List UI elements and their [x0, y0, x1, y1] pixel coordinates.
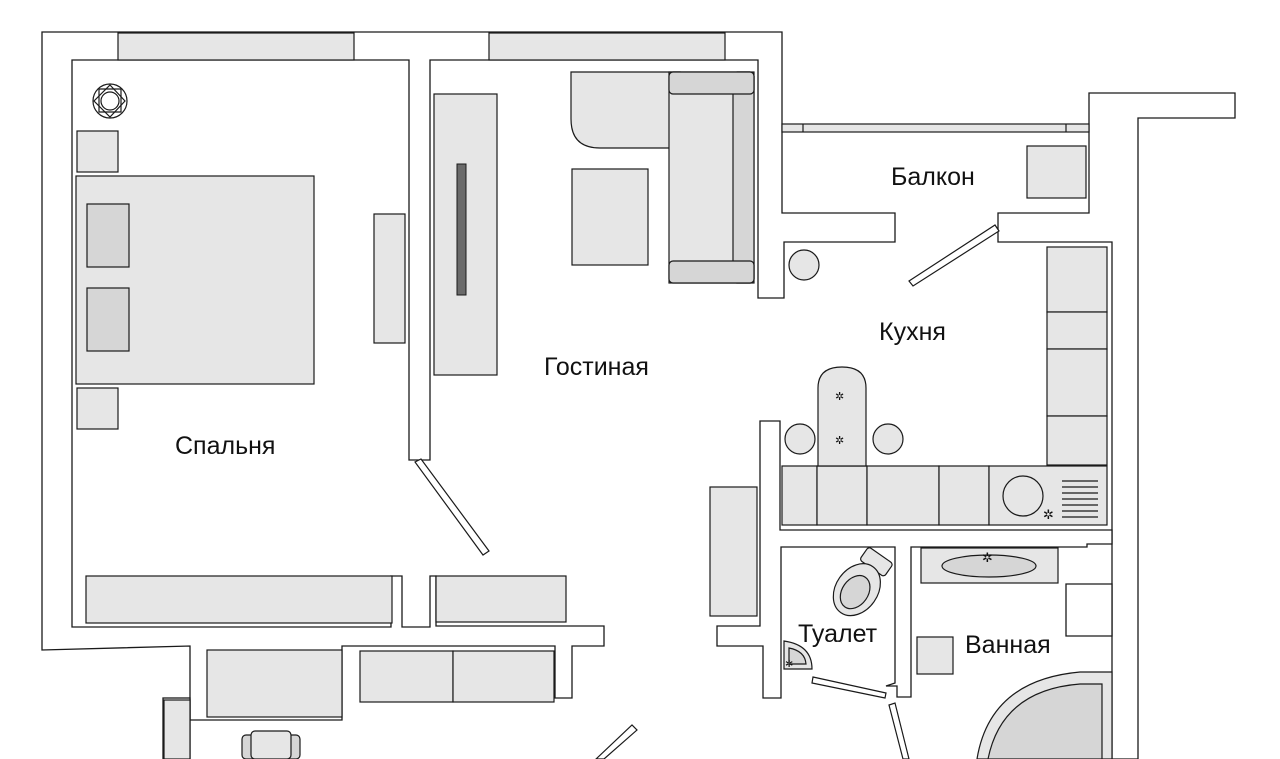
- pillow-top: [86, 203, 130, 268]
- room-label-bedroom: Спальня: [175, 432, 275, 460]
- balcony-table: [1026, 145, 1087, 199]
- plant-icon-1: ✲: [835, 390, 844, 403]
- kitchen-plant: [788, 249, 820, 281]
- door-bedroom: [414, 458, 490, 556]
- counter-bottom-3: [866, 465, 940, 526]
- faucet-icon-toilet: ✲: [785, 659, 793, 670]
- toilet-bowl: [832, 547, 893, 617]
- coffee-table: [571, 168, 649, 266]
- chair-left: [784, 423, 816, 455]
- faucet-icon: ✲: [1043, 508, 1054, 523]
- bath-sink: [941, 554, 1037, 578]
- tv: [456, 163, 467, 296]
- counter-right-4: [1046, 415, 1108, 466]
- sofa-arm-bottom: [668, 260, 755, 284]
- counter-bottom-1: [781, 465, 818, 526]
- kitchen-partition: [716, 420, 1113, 699]
- bathtub-inner: [987, 683, 1103, 759]
- door-toilet: [811, 676, 887, 699]
- chair-right: [872, 423, 904, 455]
- dining-table: [817, 366, 867, 467]
- drainboard: [1062, 480, 1098, 518]
- counter-right-3: [1046, 348, 1108, 417]
- living-furniture: [433, 71, 758, 623]
- plant-icon-2: ✲: [835, 434, 844, 447]
- door-entrance: [595, 724, 638, 759]
- door-balcony: [908, 224, 1000, 287]
- nightstand-bottom: [76, 387, 119, 430]
- room-labels: Спальня Гостиная Балкон Кухня Туалет Ван…: [175, 163, 1051, 659]
- room-label-toilet: Туалет: [798, 620, 878, 648]
- room-label-living: Гостиная: [544, 353, 649, 381]
- window-bedroom: [117, 32, 355, 61]
- toilet-furniture: ✲: [783, 547, 893, 670]
- side-cabinet: [709, 486, 758, 617]
- bathroom-wall: [1065, 583, 1113, 637]
- bedroom-shelf: [373, 213, 406, 344]
- room-label-kitchen: Кухня: [879, 318, 946, 346]
- armchair-icon: [241, 730, 301, 759]
- sofa-back: [732, 71, 755, 284]
- windows: [117, 32, 1090, 133]
- doors: [414, 224, 1000, 759]
- room-label-balcony: Балкон: [891, 163, 975, 191]
- hall-cabinet: [435, 575, 567, 623]
- sink: [1002, 475, 1044, 517]
- kitchen-furniture: ✲ ✲ ✲: [781, 145, 1108, 526]
- door-bathroom: [888, 702, 910, 759]
- hall-wardrobe-left: [206, 649, 343, 718]
- hall-wardrobe-right: [452, 650, 555, 703]
- window-balcony: [781, 123, 1090, 133]
- balcony-wall: [997, 92, 1236, 759]
- bedroom-furniture: [75, 83, 406, 624]
- bedroom-wardrobe: [85, 575, 393, 624]
- sofa-chaise: [570, 71, 681, 149]
- counter-right-1: [1046, 246, 1108, 313]
- hall-shelf: [163, 699, 191, 759]
- bathroom-furniture: ✲: [916, 547, 1113, 759]
- faucet-icon-bath: ✲: [982, 551, 993, 566]
- plant-icon: [92, 83, 128, 119]
- window-living: [488, 32, 726, 61]
- hall-wardrobe-mid: [359, 650, 454, 703]
- nightstand-top: [76, 130, 119, 173]
- counter-bottom-2: [816, 465, 868, 526]
- counter-right-2: [1046, 311, 1108, 350]
- hall-furniture: [163, 649, 555, 759]
- pillow-bottom: [86, 287, 130, 352]
- room-label-bathroom: Ванная: [965, 631, 1051, 659]
- sofa-arm-top: [668, 71, 755, 95]
- counter-bottom-4: [938, 465, 990, 526]
- washing-machine: [916, 636, 954, 675]
